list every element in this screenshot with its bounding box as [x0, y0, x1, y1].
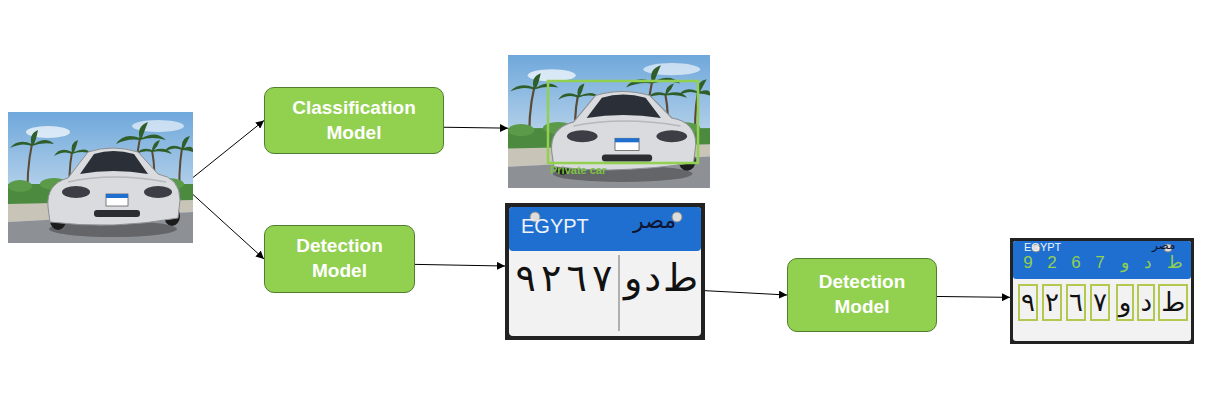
detected-char-label: 7: [1095, 254, 1104, 273]
detected-char-label: د: [1144, 254, 1152, 273]
classified-photo: [508, 55, 710, 188]
flow-arrow: [444, 127, 508, 129]
plate-country: EGYPT: [1024, 241, 1061, 253]
input-image: [8, 112, 193, 243]
plate-result-image: 9267ودط٩٢٦٧ودطEGYPTمصر: [1010, 238, 1194, 344]
input-photo: [8, 112, 193, 243]
box-label: Classification Model: [275, 96, 433, 145]
detected-char: و: [1116, 284, 1135, 321]
flow-arrow: [193, 121, 264, 178]
glyph-row: 9267: [1016, 254, 1112, 273]
plate-country-arabic: مصر: [633, 209, 676, 233]
plate-char: و: [624, 255, 642, 303]
class-label: Private car: [550, 164, 606, 176]
flow-arrow: [705, 291, 787, 295]
plate-char: ٩: [516, 255, 536, 303]
process-box: Classification Model: [264, 87, 444, 154]
glyph-row: ودط: [1114, 254, 1190, 273]
glyph-row: ودط: [1114, 284, 1190, 321]
process-box: Detection Model: [264, 225, 415, 292]
plate-char: ٦: [567, 255, 587, 303]
glyph-row: ٩٢٦٧: [513, 255, 615, 303]
process-box: Detection Model: [787, 258, 937, 332]
classified-image: Private car: [508, 55, 710, 188]
plate-country: EGYPT: [521, 215, 589, 237]
flow-arrow: [937, 296, 1010, 298]
box-label: Detection Model: [275, 234, 404, 283]
glyph-row: ٩٢٦٧: [1016, 284, 1112, 321]
glyph-row: ودط: [623, 255, 699, 303]
detected-char-label: 9: [1023, 254, 1032, 273]
plate-country-arabic: مصر: [1152, 239, 1175, 252]
plate-char: ط: [663, 255, 698, 303]
flow-arrow: [193, 195, 264, 259]
plate-char: ٢: [541, 255, 561, 303]
detected-char: ٧: [1090, 284, 1110, 321]
box-label: Detection Model: [798, 270, 926, 319]
detected-char: ٦: [1066, 284, 1086, 321]
plate-char: ٧: [592, 255, 612, 303]
plate-char: د: [644, 255, 661, 303]
detected-char-label: ط: [1167, 254, 1183, 273]
flow-arrow: [415, 264, 505, 266]
detected-char: ط: [1158, 284, 1188, 321]
detected-char: د: [1137, 284, 1155, 321]
detected-char: ٩: [1018, 284, 1038, 321]
detected-char-label: 2: [1047, 254, 1056, 273]
detected-char: ٢: [1042, 284, 1062, 321]
detected-char-label: و: [1121, 254, 1129, 273]
detected-char-label: 6: [1071, 254, 1080, 273]
plate-image: ٩٢٦٧ودط EGYPT مصر: [505, 203, 705, 340]
bounding-box: [548, 81, 698, 163]
